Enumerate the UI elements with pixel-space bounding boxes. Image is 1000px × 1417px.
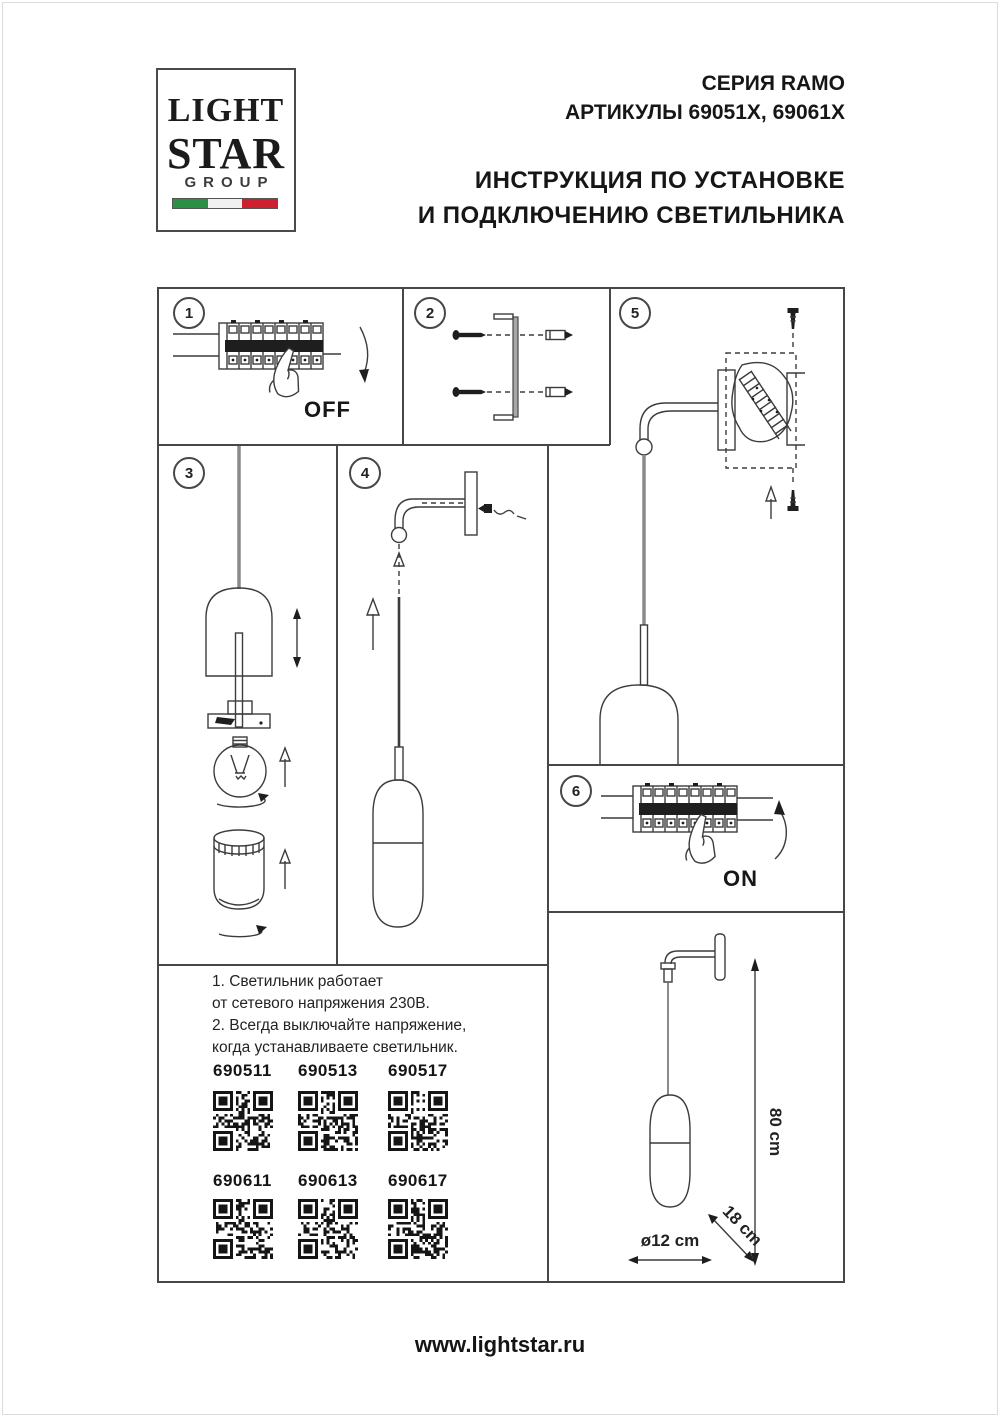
lamp-arm	[394, 498, 465, 528]
product-code: 690617	[388, 1171, 448, 1190]
qr-code	[298, 1091, 358, 1151]
shade-stem	[234, 632, 244, 728]
note-line: 1. Светильник работает	[212, 973, 383, 990]
instruction-title-line2: И ПОДКЛЮЧЕНИЮ СВЕТИЛЬНИКА	[417, 202, 845, 229]
wire-bundle-hatching	[738, 370, 792, 440]
dimension-arrow-depth	[708, 1214, 754, 1262]
glass-shade-cylinder	[213, 829, 265, 910]
step-badge-3: 3	[173, 457, 205, 489]
wire-squiggle	[493, 509, 515, 515]
wire-dots	[751, 386, 779, 414]
dome-shade	[205, 587, 273, 677]
articles-line: АРТИКУЛЫ 69051X, 69061X	[564, 101, 845, 124]
step-badge-2: 2	[414, 297, 446, 329]
arrow-up-down-icon	[293, 608, 301, 668]
step1-switch-off-drawing	[173, 319, 369, 400]
on-label: ON	[723, 866, 758, 891]
website-url: www.lightstar.ru	[414, 1332, 586, 1357]
capsule-shade	[372, 779, 424, 928]
socket-plate	[207, 713, 271, 729]
logo-text-light: LIGHT	[167, 92, 285, 129]
motion-arrow-down	[359, 326, 369, 374]
rotate-arrow-icon	[218, 925, 267, 938]
swivel-joint	[663, 968, 673, 983]
qr-code	[388, 1199, 448, 1259]
screw-icon	[478, 504, 492, 513]
dimension-arrow-height	[751, 958, 759, 1266]
step4-hanging-drawing	[365, 471, 527, 928]
junction-box-outline	[725, 352, 797, 469]
motion-arrow-up	[774, 810, 787, 860]
product-code: 690513	[298, 1061, 358, 1080]
flag-green	[173, 199, 208, 208]
lamp-arm	[639, 402, 718, 440]
qr-code	[213, 1091, 273, 1151]
arrow-up-icon	[392, 551, 406, 567]
product-code: 690613	[298, 1171, 358, 1190]
installation-diagram	[157, 287, 845, 1283]
arrow-up-icon	[278, 848, 292, 889]
note-line: от сетевого напряжения 230В.	[212, 995, 430, 1012]
junction-box-wires	[731, 361, 794, 443]
arrow-up-icon	[278, 746, 292, 787]
step3-assembly-drawing	[205, 446, 301, 938]
arrow-up-icon	[765, 484, 777, 502]
safety-notes: 1. Светильник работает от сетевого напря…	[212, 971, 466, 1059]
qr-code	[298, 1199, 358, 1259]
height-dimension-label: 80 cm	[766, 1107, 785, 1157]
qr-code	[388, 1091, 448, 1151]
italian-flag-stripe	[172, 198, 278, 209]
capsule-shade	[649, 1094, 691, 1208]
rotate-arrow-icon	[216, 793, 269, 808]
wall-plate	[714, 933, 726, 981]
step-badge-5: 5	[619, 297, 651, 329]
dimension-arrow-diameter	[628, 1256, 712, 1264]
series-title: СЕРИЯ RAMO	[701, 72, 845, 95]
mounting-bracket	[512, 316, 519, 418]
step5-wall-mounting-drawing	[599, 307, 805, 764]
light-bulb-icon	[213, 736, 267, 798]
logo-text-star: STAR	[166, 129, 286, 178]
shade-stem	[639, 624, 649, 686]
product-code: 690517	[388, 1061, 448, 1080]
diameter-dimension-label: ø12 cm	[640, 1231, 700, 1250]
dimension-drawing	[628, 933, 759, 1266]
lightstar-logo: LIGHT STAR GROUP	[156, 68, 296, 232]
step2-fasteners-drawing	[452, 313, 574, 421]
logo-text-group: GROUP	[184, 174, 275, 191]
panel-grid	[157, 287, 845, 1283]
shade-stem	[394, 746, 404, 781]
step-badge-1: 1	[173, 297, 205, 329]
step6-switch-on-drawing	[601, 782, 787, 865]
instruction-title-line1: ИНСТРУКЦИЯ ПО УСТАНОВКЕ	[474, 167, 845, 194]
product-code: 690511	[213, 1061, 272, 1080]
lamp-arm	[664, 950, 715, 964]
off-label: OFF	[304, 397, 351, 422]
arrow-up-icon	[365, 597, 381, 650]
swivel-joint	[390, 526, 408, 544]
wall-plate	[464, 471, 478, 536]
fixing-bracket	[786, 372, 805, 446]
note-line: когда устанавливаете светильник.	[212, 1039, 458, 1056]
flag-white	[207, 199, 243, 208]
swivel-joint	[635, 438, 653, 456]
socket-block	[227, 700, 253, 715]
qr-code	[213, 1199, 273, 1259]
step-badge-4: 4	[349, 457, 381, 489]
product-code: 690611	[213, 1171, 272, 1190]
step-badge-6: 6	[560, 775, 592, 807]
dome-shade	[599, 684, 679, 764]
wall-plate	[717, 369, 736, 451]
flag-red	[242, 199, 278, 208]
note-line: 2. Всегда выключайте напряжение,	[212, 1017, 467, 1034]
